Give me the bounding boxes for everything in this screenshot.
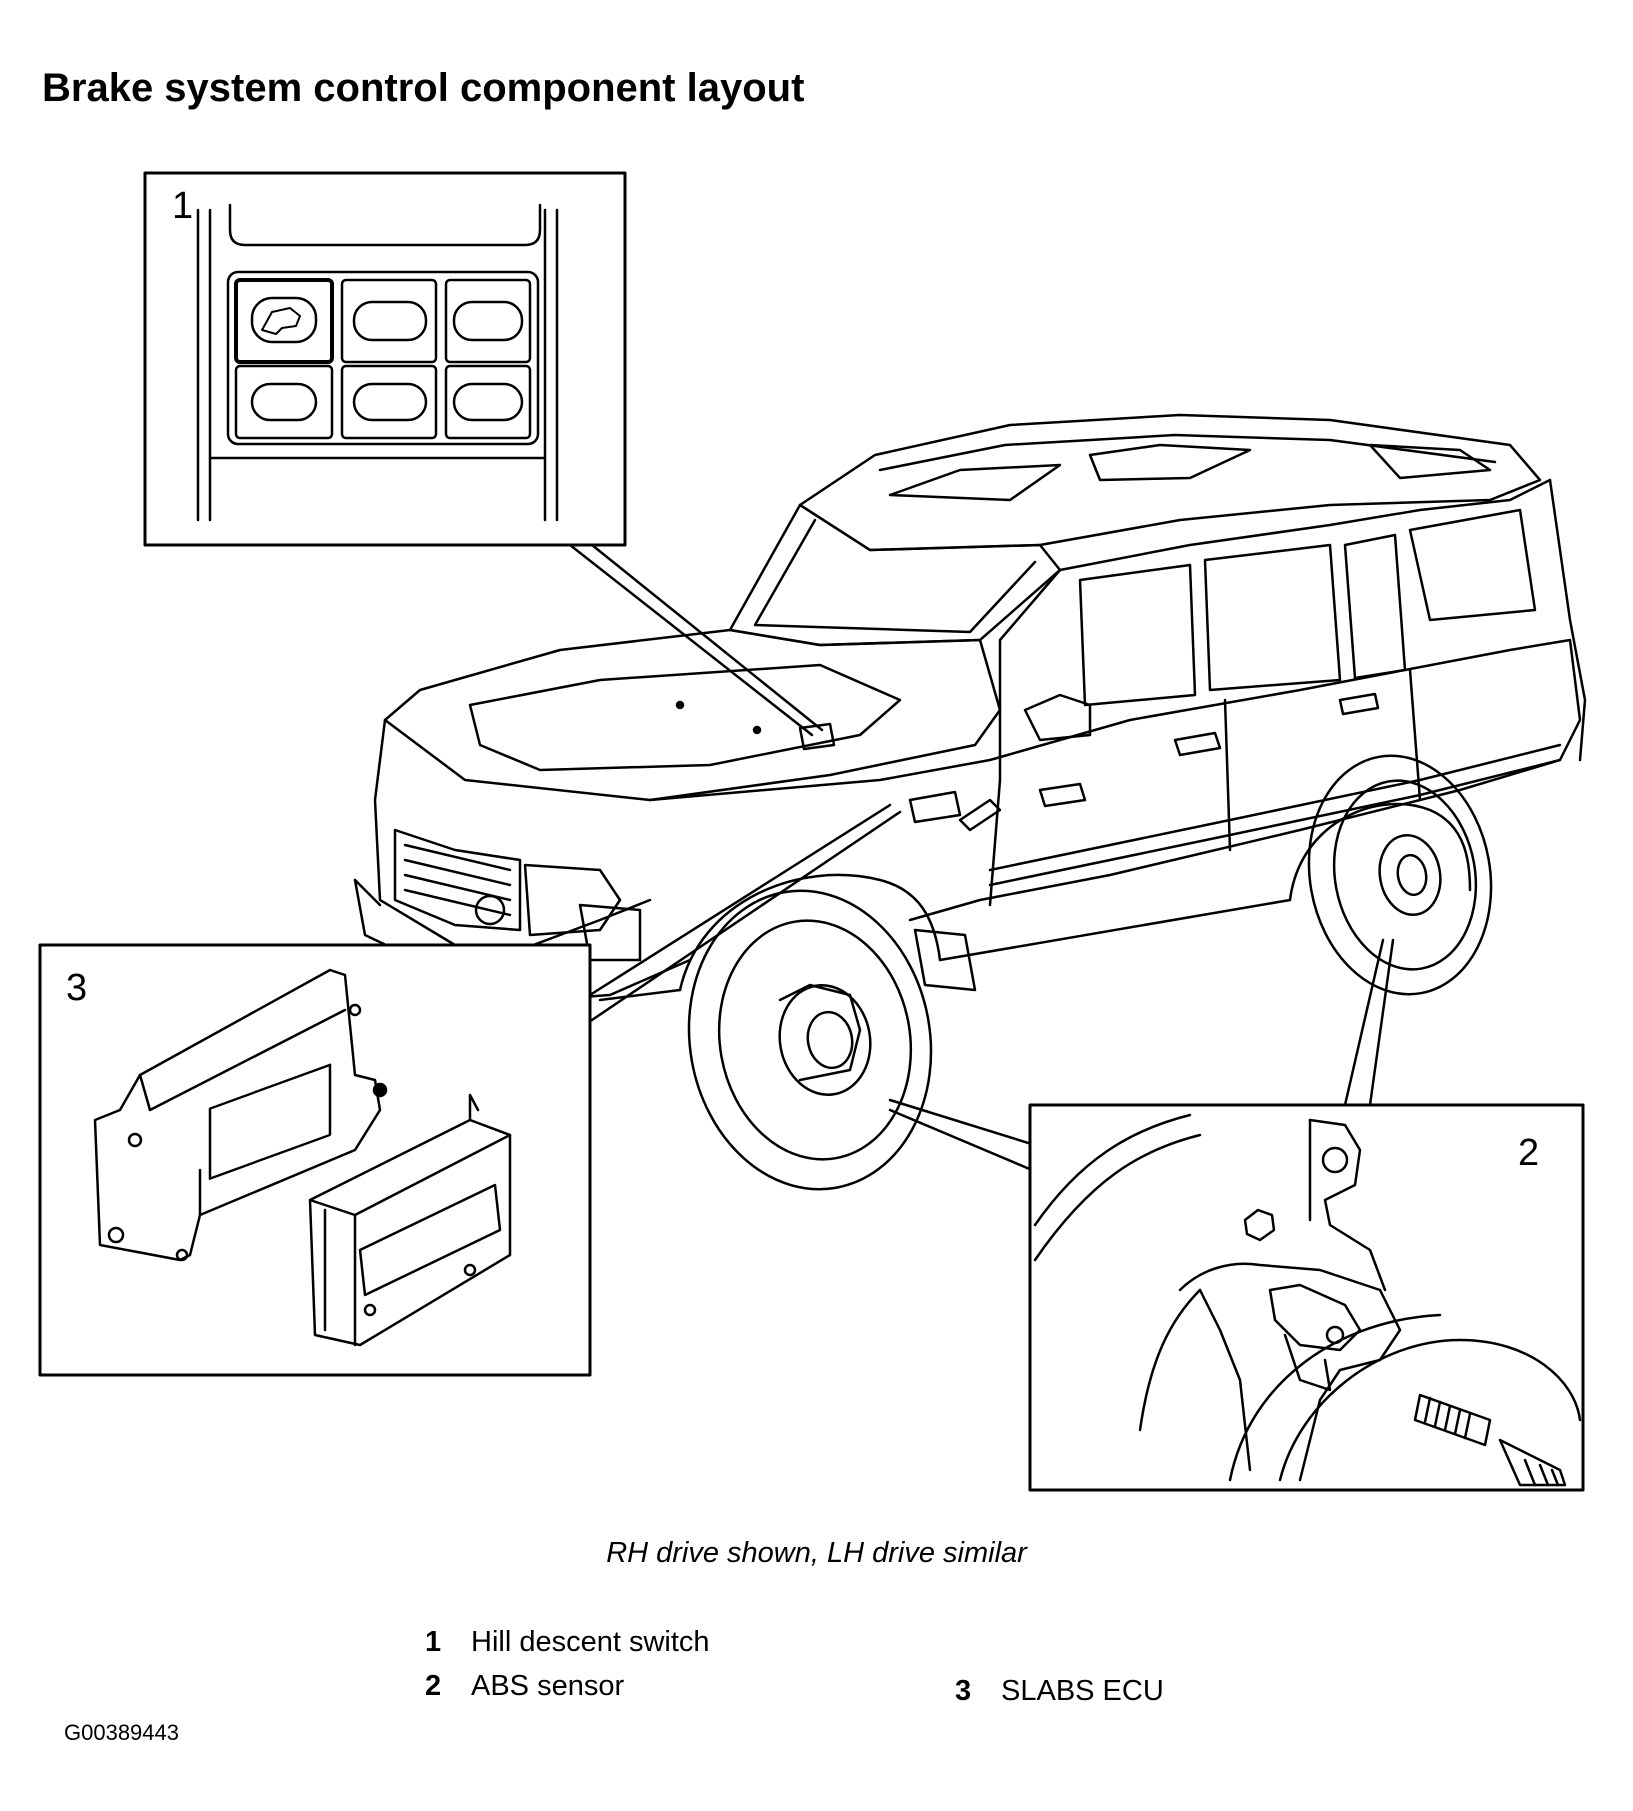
legend-number: 1 [425, 1626, 442, 1658]
hill-descent-icon [261, 307, 301, 335]
callout-number-1: 1 [172, 185, 193, 227]
vehicle-illustration [353, 413, 1587, 1191]
figure-caption: RH drive shown, LH drive similar [606, 1537, 1027, 1569]
legend-item-2: 2 ABS sensor [425, 1670, 624, 1703]
legend-number: 3 [955, 1675, 972, 1707]
legend-item-3: 3 SLABS ECU [955, 1675, 1164, 1708]
callout-number-3: 3 [66, 967, 87, 1009]
detail-box-abs-sensor: 2 [1028, 1103, 1585, 1492]
legend-number: 2 [425, 1670, 442, 1702]
detail-box-slabs-ecu: 3 [38, 943, 592, 1377]
leader-lines [568, 543, 1395, 1172]
figure-code: G00389443 [64, 1720, 179, 1745]
legend-label: SLABS ECU [1001, 1675, 1164, 1707]
legend-label: ABS sensor [471, 1670, 625, 1702]
detail-box-hill-descent-switch: 1 [143, 171, 627, 547]
legend-label: Hill descent switch [471, 1626, 710, 1658]
callout-number-2: 2 [1518, 1132, 1539, 1174]
page-title: Brake system control component layout [42, 66, 805, 110]
legend-item-1: 1 Hill descent switch [425, 1626, 710, 1659]
